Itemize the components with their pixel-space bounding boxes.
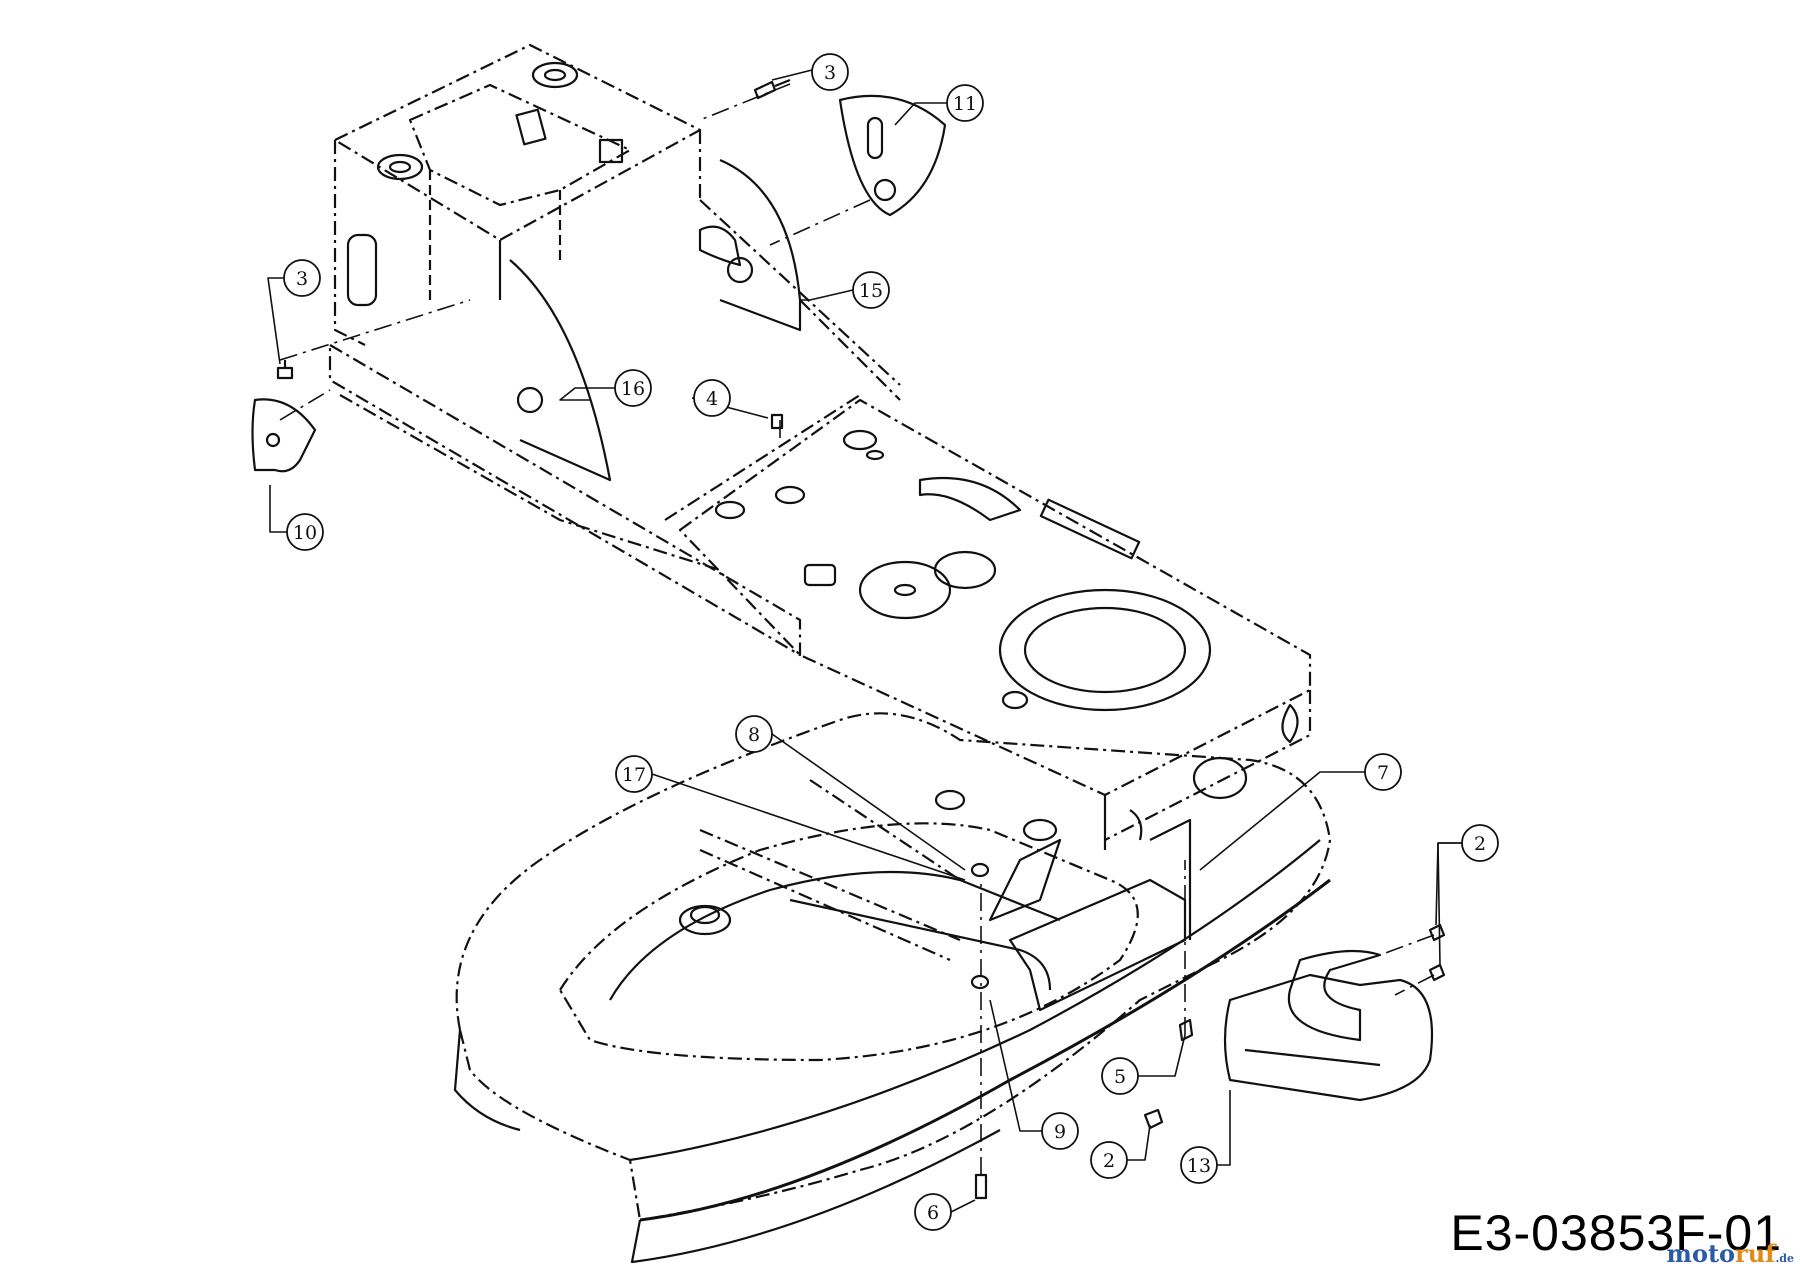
svg-text:5: 5 bbox=[1114, 1066, 1126, 1088]
svg-text:2: 2 bbox=[1474, 833, 1486, 855]
callout-7: 7 bbox=[1364, 753, 1402, 791]
svg-text:8: 8 bbox=[748, 724, 760, 746]
watermark-suffix: .de bbox=[1775, 1252, 1794, 1265]
chassis-frame bbox=[328, 43, 1312, 850]
callout-leaders bbox=[267, 69, 1462, 1213]
drawing-code: E3-03853F-01 bbox=[1450, 1205, 1782, 1261]
svg-text:17: 17 bbox=[622, 764, 646, 786]
callout-3-left: 3 bbox=[283, 259, 321, 297]
mower-deck bbox=[453, 712, 1434, 1264]
callout-10: 10 bbox=[286, 513, 324, 551]
callout-17: 17 bbox=[615, 755, 653, 793]
svg-text:2: 2 bbox=[1103, 1150, 1115, 1172]
callout-13: 13 bbox=[1180, 1146, 1218, 1184]
callout-2-bottom: 2 bbox=[1090, 1141, 1128, 1179]
callout-6: 6 bbox=[914, 1193, 952, 1231]
svg-text:6: 6 bbox=[927, 1202, 939, 1224]
svg-text:3: 3 bbox=[824, 62, 836, 84]
callout-2-right: 2 bbox=[1461, 824, 1499, 862]
svg-text:9: 9 bbox=[1054, 1121, 1066, 1143]
svg-text:15: 15 bbox=[859, 280, 883, 302]
svg-text:7: 7 bbox=[1377, 762, 1389, 784]
callout-9: 9 bbox=[1041, 1112, 1079, 1150]
svg-text:11: 11 bbox=[953, 93, 977, 115]
svg-text:10: 10 bbox=[293, 522, 317, 544]
callouts: 3 11 3 15 16 4 10 8 bbox=[283, 53, 1499, 1231]
callout-16: 16 bbox=[614, 369, 652, 407]
svg-text:3: 3 bbox=[296, 268, 308, 290]
callout-5: 5 bbox=[1101, 1057, 1139, 1095]
callout-3-top: 3 bbox=[811, 53, 849, 91]
loose-parts bbox=[251, 78, 1446, 1200]
callout-4: 4 bbox=[693, 379, 731, 417]
watermark-logo: motoruf.de bbox=[1667, 1239, 1794, 1268]
callout-15: 15 bbox=[852, 271, 890, 309]
svg-text:13: 13 bbox=[1187, 1155, 1211, 1177]
watermark-part2: ruf bbox=[1735, 1239, 1776, 1268]
assembly-lines bbox=[279, 83, 1435, 1175]
callout-8: 8 bbox=[735, 715, 773, 753]
svg-text:4: 4 bbox=[706, 388, 718, 410]
callout-11: 11 bbox=[946, 84, 984, 122]
watermark-part1: moto bbox=[1666, 1239, 1736, 1268]
svg-text:16: 16 bbox=[621, 378, 645, 400]
